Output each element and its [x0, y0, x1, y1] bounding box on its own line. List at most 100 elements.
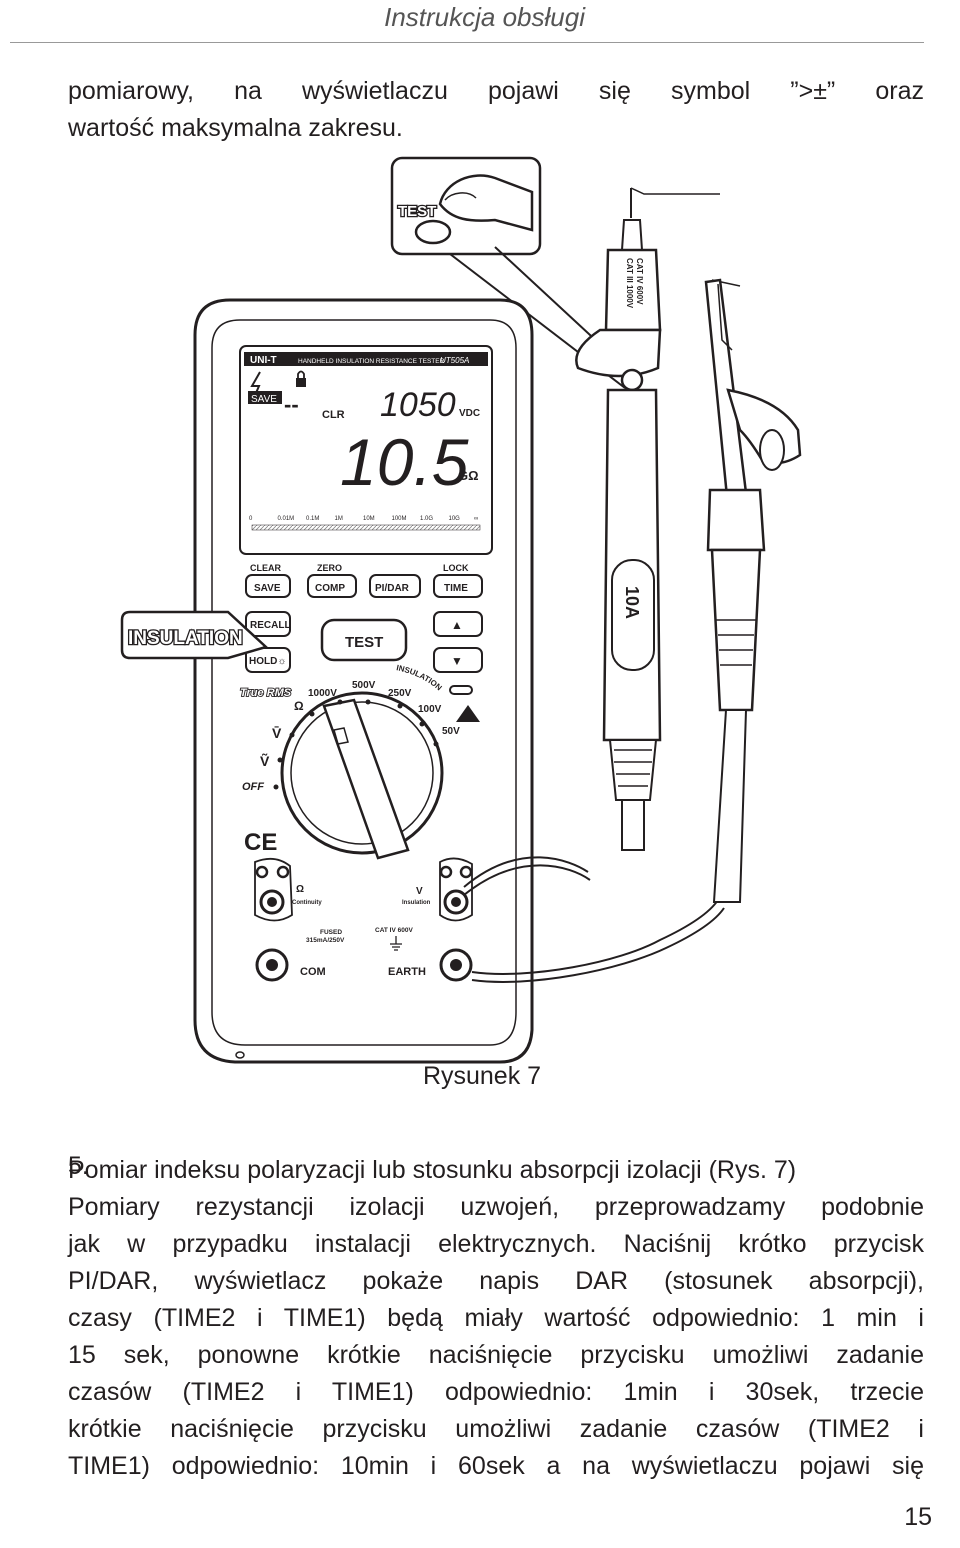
label-lock: LOCK [443, 563, 469, 573]
callout-insulation-label: INSULATION [128, 628, 243, 649]
lcd-clr: CLR [322, 409, 345, 421]
section-line: Pomiar indeksu polaryzacji lub stosunku … [68, 1156, 797, 1184]
probe-cat-line2: CAT III 1000V [625, 258, 634, 309]
probe-finger-guard [575, 328, 662, 378]
insulation-callout: INSULATION [120, 610, 269, 660]
insulation-terminal-label: Insulation [402, 900, 431, 906]
lcd-scale: 0 0.01M 0.1M 1M 10M 100M 1.0G 10G ∞ [249, 516, 478, 522]
scale-tick-label: 0 [249, 516, 253, 522]
scale-tick-label: 0.01M [278, 516, 295, 522]
section-line: TIME1) odpowiednio: 10min i 60sek a na w… [68, 1452, 924, 1480]
test-probe: CAT IV 600V CAT III 1000V 10A [575, 187, 720, 851]
time-button-label: TIME [444, 583, 468, 594]
down-button[interactable]: ▼ [433, 647, 483, 673]
section-line: krótkie naciśnięcie przycisku umożliwi z… [68, 1415, 924, 1443]
button-panel: CLEAR ZERO LOCK SAVE COMP PI/DAR TIME RE… [245, 563, 483, 673]
lcd-save: SAVE [251, 394, 277, 405]
fused-label: FUSED [320, 929, 342, 936]
ohm-range-label: Ω [294, 699, 304, 713]
range-50v: 50V [442, 726, 460, 737]
hold-button-label: HOLD☼ [249, 656, 287, 667]
earth-label: EARTH [388, 966, 426, 978]
comp-button[interactable]: COMP [307, 574, 357, 598]
insulation-indicator [449, 685, 473, 695]
scale-tick-label: ∞ [474, 516, 478, 522]
section-line: czasy (TIME2 i TIME1) będą miały wartość… [68, 1304, 924, 1332]
product-label: HANDHELD INSULATION RESISTANCE TESTER [298, 358, 445, 365]
lcd-main-unit: GΩ [458, 468, 479, 483]
vdc-range-label: V̄ [272, 724, 282, 741]
warning-triangle-icon [456, 705, 480, 722]
insulation-symbol: V [416, 886, 423, 897]
pidar-button[interactable]: PI/DAR [369, 574, 421, 598]
continuity-symbol: Ω [296, 884, 304, 895]
scale-tick-label: 0.1M [306, 516, 319, 522]
lcd-display: UNI-T HANDHELD INSULATION RESISTANCE TES… [239, 345, 493, 555]
comp-button-label: COMP [315, 583, 345, 594]
label-clear: CLEAR [250, 563, 281, 573]
save-button-label: SAVE [254, 583, 281, 594]
callout-test-button [414, 219, 452, 245]
bargraph [251, 524, 481, 531]
up-button[interactable]: ▲ [433, 611, 483, 637]
probe-rating: 10A [622, 586, 642, 619]
terminal-panel: Ω Continuity V Insulation FUSED 315mA/25… [254, 857, 473, 982]
range-500v: 500V [352, 680, 376, 691]
model-label: UT505A [440, 356, 469, 365]
callout-test-label: TEST [398, 203, 436, 220]
cat-rating-label: CAT IV 600V [375, 927, 413, 934]
scale-tick-label: 1M [335, 516, 343, 522]
down-arrow-icon: ▼ [451, 654, 463, 668]
figure-caption: Rysunek 7 [422, 1062, 542, 1090]
lcd-voltage-value: 1050 [380, 386, 456, 424]
lock-icon [296, 378, 306, 387]
lcd-main-value: 10.5 [340, 425, 469, 499]
figure-7: TEST UNI-T HANDHELD INSULATION RESISTANC… [100, 150, 880, 1070]
vac-range-label: Ṽ [260, 752, 270, 769]
section-line: czasów (TIME2 i TIME1) odpowiednio: 1min… [68, 1378, 924, 1406]
up-arrow-icon: ▲ [451, 618, 463, 632]
header-title: Instrukcja obsługi [384, 2, 585, 32]
time-button[interactable]: TIME [433, 574, 483, 598]
earth-icon [390, 936, 402, 951]
intro-line: pomiarowy, na wyświetlaczu pojawi się sy… [68, 77, 924, 105]
com-label: COM [300, 966, 326, 978]
probe-cat-line1: CAT IV 600V [635, 258, 644, 305]
save-button[interactable]: SAVE [245, 574, 291, 598]
test-button[interactable]: TEST [320, 618, 408, 662]
range-250v: 250V [388, 688, 412, 699]
continuity-label: Continuity [292, 900, 322, 906]
test-leads [235, 856, 725, 1059]
section-paragraph: Pomiar indeksu polaryzacji lub stosunku … [68, 1152, 924, 1485]
scale-tick-label: 10M [363, 516, 375, 522]
scale-tick-label: 1.0G [420, 516, 433, 522]
alligator-clip [704, 278, 802, 903]
section-number: 5. [68, 1152, 89, 1180]
pidar-button-label: PI/DAR [375, 583, 410, 594]
section-line: Pomiary rezystancji izolacji uzwojeń, pr… [68, 1193, 924, 1221]
section-line: jak w przypadku instalacji elektrycznych… [68, 1230, 924, 1258]
header-rule [10, 42, 924, 43]
label-zero: ZERO [317, 563, 342, 573]
test-button-label: TEST [345, 634, 383, 651]
recall-button-label: RECALL [250, 620, 291, 631]
hold-button[interactable]: HOLD☼ [245, 647, 291, 673]
recall-button[interactable]: RECALL [245, 611, 291, 637]
brand-label: UNI-T [250, 355, 277, 366]
page-header: Instrukcja obsługi [0, 0, 960, 44]
section-line: PI/DAR, wyświetlacz pokaże napis DAR (st… [68, 1267, 924, 1295]
scale-tick-label: 100M [392, 516, 407, 522]
rotary-dial: True RMS INSULATION 1000V 500V 250V 100V… [239, 663, 480, 860]
lcd-dashes: -- [284, 392, 299, 417]
true-rms-label: True RMS [240, 687, 292, 699]
range-100v: 100V [418, 704, 442, 715]
off-label: OFF [242, 781, 264, 793]
intro-paragraph: pomiarowy, na wyświetlaczu pojawi się sy… [68, 73, 924, 147]
section-line: 15 sek, ponowne krótkie naciśnięcie przy… [68, 1341, 924, 1369]
page-number: 15 [904, 1503, 932, 1531]
multimeter-illustration: TEST UNI-T HANDHELD INSULATION RESISTANC… [120, 156, 802, 1064]
ce-mark: CE [244, 829, 277, 856]
fuse-rating-label: 315mA/250V [306, 937, 345, 944]
dial-pointer [322, 698, 410, 860]
scale-tick-label: 10G [449, 516, 461, 522]
